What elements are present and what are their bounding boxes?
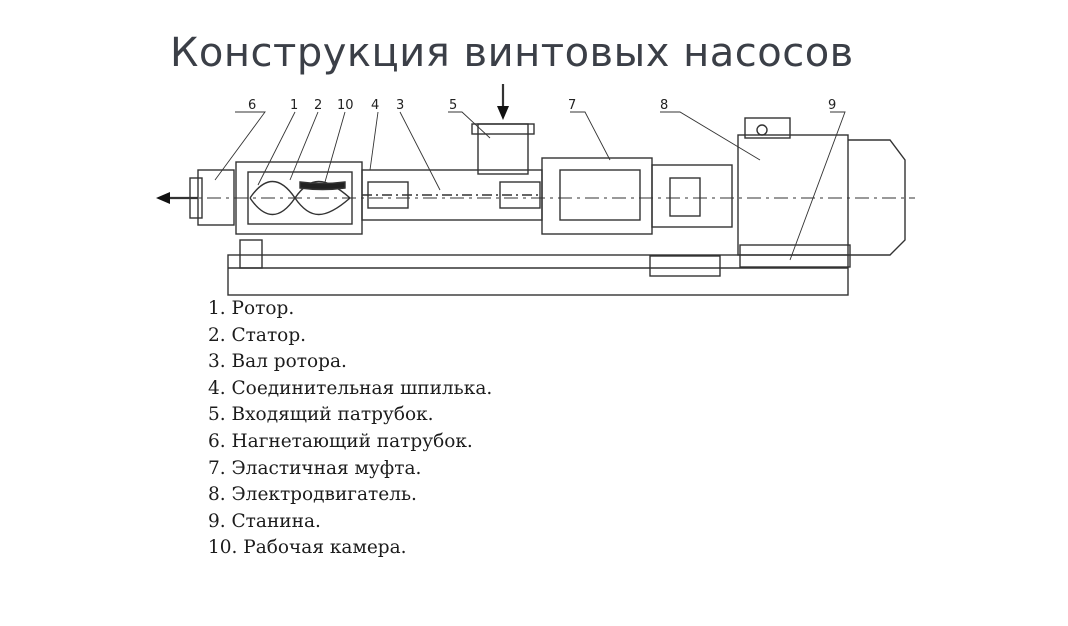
legend-item: 10. Рабочая камера. [208,537,407,559]
callout-2: 2 [314,98,322,113]
callout-3: 3 [396,98,404,113]
base-frame [227,254,849,296]
legend-item: 5. Входящий патрубок. [208,404,434,426]
callout-5: 5 [449,98,457,113]
legend-list: 1. Ротор. 2. Статор. 3. Вал ротора. 4. С… [208,296,492,562]
callout-10: 10 [337,98,354,113]
callout-6: 6 [248,98,256,113]
callout-4: 4 [371,98,379,113]
legend-item: 4. Соединительная шпилька. [208,377,493,399]
callout-7: 7 [568,98,576,113]
page-title: Конструкция винтовых насосов [170,30,854,76]
legend-item: 3. Вал ротора. [208,351,347,373]
legend-item: 8. Электродвигатель. [208,484,417,506]
callout-9: 9 [828,98,836,113]
legend-item: 1. Ротор. [208,298,295,319]
inlet-port [477,123,529,175]
legend-item: 2. Статор. [208,324,307,346]
callout-1: 1 [290,98,298,113]
legend-item: 6. Нагнетающий патрубок. [208,430,473,452]
legend-item: 9. Станина. [208,510,321,532]
motor [737,134,849,256]
callout-8: 8 [660,98,668,113]
legend-item: 7. Эластичная муфта. [208,457,422,479]
